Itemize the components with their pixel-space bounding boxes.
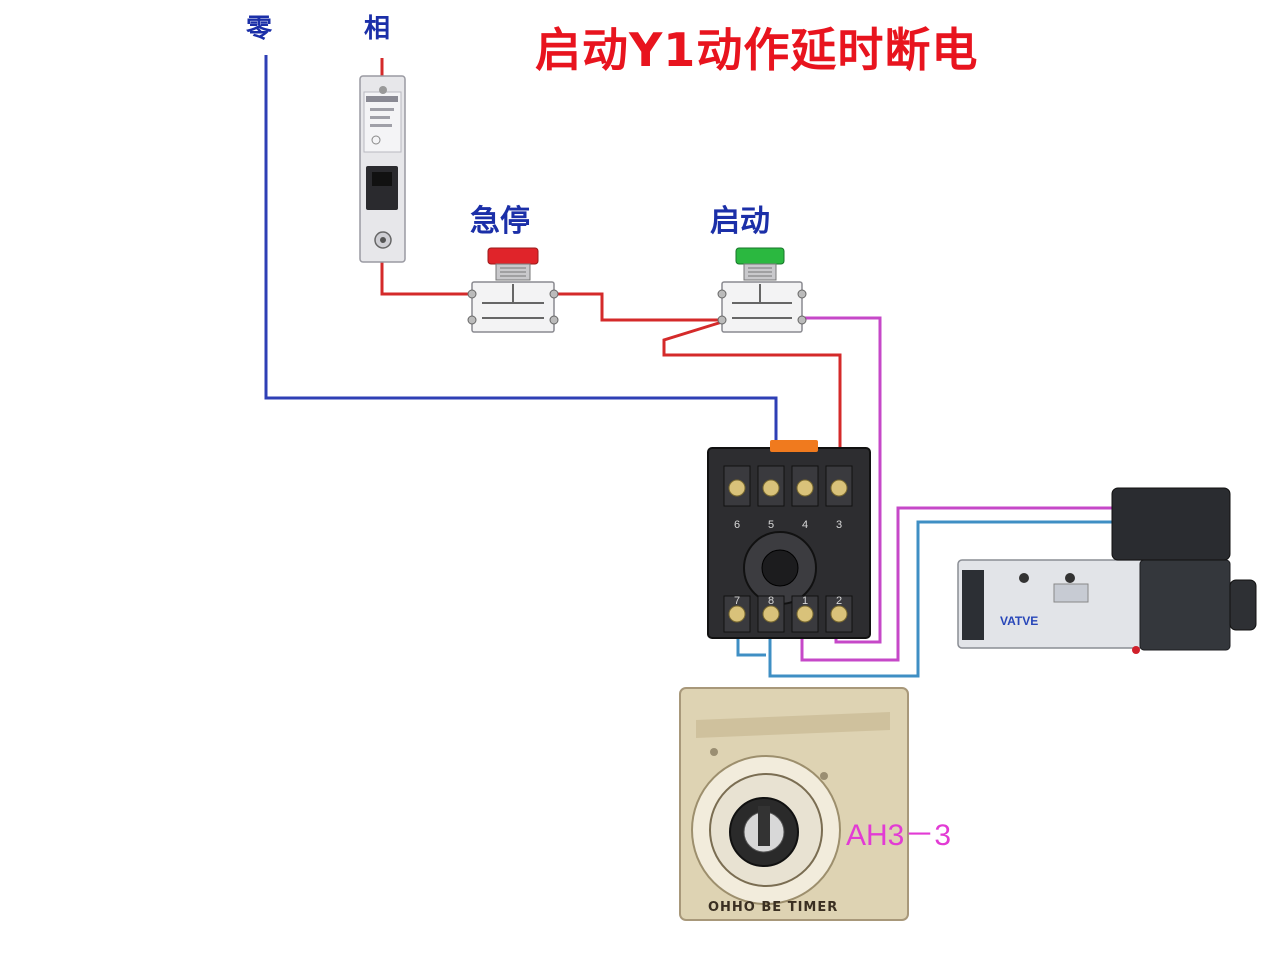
phase-wire-breaker-to-stop [380, 58, 472, 296]
circuit-breaker [359, 75, 406, 263]
terminal-number: 6 [734, 519, 740, 531]
terminal-number: 5 [768, 519, 774, 531]
terminal-number: 7 [734, 595, 740, 607]
timer-model-label: AH3－3 [846, 819, 952, 852]
relay-socket-base: 6 5 4 3 7 8 1 2 [707, 440, 871, 639]
timer-marking: OHHO BE TIMER [708, 900, 839, 915]
timer-relay [679, 687, 909, 921]
terminal-number: 2 [836, 595, 842, 607]
neutral-label: 零 [246, 14, 273, 44]
emergency-stop-button [467, 247, 559, 333]
phase-wire-stop-to-start [554, 292, 722, 322]
solenoid-valve [957, 487, 1257, 654]
start-label: 启动 [710, 204, 770, 239]
magenta-wire-relay-to-valve [800, 506, 1118, 662]
phase-label: 相 [364, 14, 391, 44]
phase-wire-start-to-relay [662, 320, 842, 470]
valve-brand: VATVE [1000, 614, 1039, 628]
emergency-stop-label: 急停 [470, 204, 530, 239]
terminal-number: 3 [836, 519, 842, 531]
terminal-number: 8 [768, 595, 774, 607]
neutral-wire [264, 55, 778, 470]
page-title: 启动Y1动作延时断电 [535, 23, 979, 77]
terminal-number: 1 [802, 595, 808, 607]
terminal-number: 4 [802, 519, 808, 531]
start-button [717, 247, 807, 333]
